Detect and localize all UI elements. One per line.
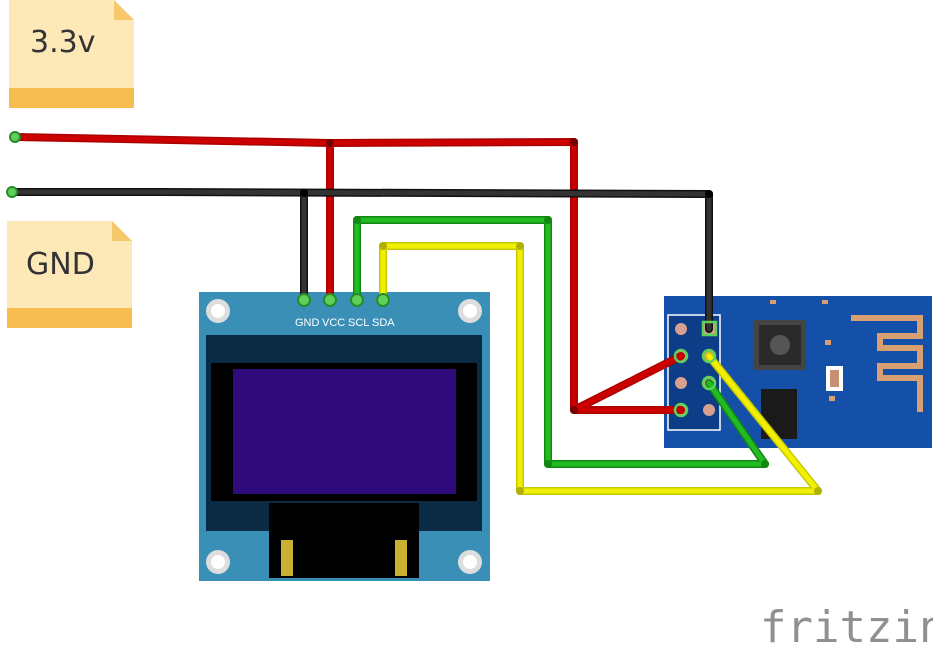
oled-screen [233, 369, 456, 494]
esp-pin-gnd [701, 320, 718, 337]
wire-end-3v3 [9, 131, 21, 143]
note-gnd-label: GND [26, 247, 95, 282]
oled-pin-gnd [297, 293, 311, 307]
esp-module [664, 296, 932, 448]
junctions [6, 131, 822, 495]
esp-pin [673, 402, 689, 418]
oled-pin-scl [350, 293, 364, 307]
esp-antenna [851, 315, 923, 412]
esp-pin [701, 348, 717, 364]
note-3v3-label: 3.3v [30, 25, 95, 60]
oled-module: GND VCC SCL SDA [199, 292, 490, 581]
oled-ribbon [269, 503, 419, 578]
esp-pin [673, 348, 689, 364]
oled-pin-label: VCC [322, 317, 345, 329]
wire-end-gnd [6, 186, 18, 198]
oled-pin-label: GND [295, 317, 320, 329]
note-3v3: 3.3v [9, 0, 134, 108]
oled-pin-sda [376, 293, 390, 307]
esp-pin [701, 375, 717, 391]
note-gnd: GND [7, 221, 132, 328]
oled-pin-label: SDA [372, 317, 395, 329]
oled-pin-label: SCL [348, 317, 369, 329]
fritzing-logo: fritzing [760, 602, 933, 653]
oled-pin-vcc [323, 293, 337, 307]
